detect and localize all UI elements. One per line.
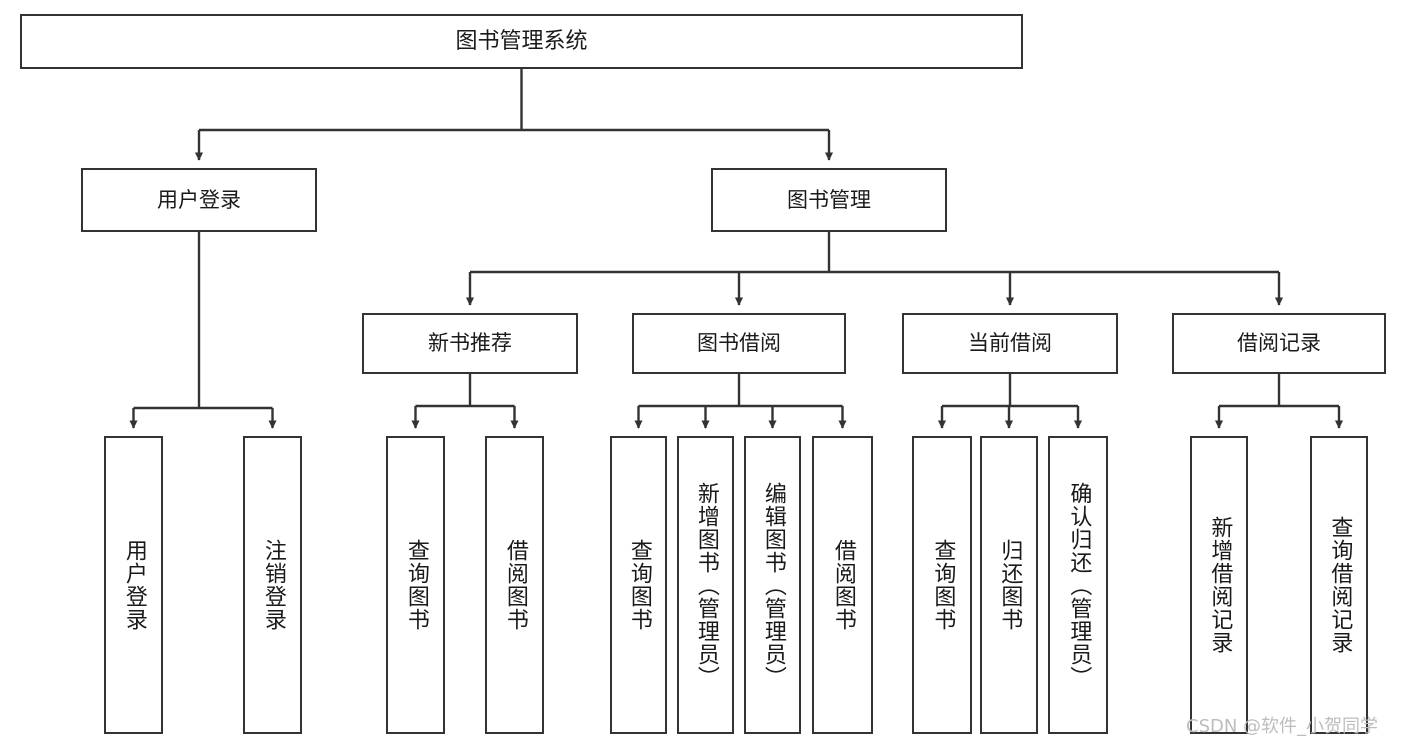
leaf-query-book-recommend[interactable]: 查询图书 <box>386 436 445 734</box>
leaf-borrow-book[interactable]: 借阅图书 <box>812 436 873 734</box>
node-label: 图书借阅 <box>697 331 781 356</box>
node-label: 用户登录 <box>121 539 147 631</box>
leaf-query-book-current[interactable]: 查询图书 <box>912 436 972 734</box>
node-borrow-record[interactable]: 借阅记录 <box>1172 313 1386 374</box>
node-label: 查询借阅记录 <box>1327 516 1353 654</box>
node-label: 借阅图书 <box>830 539 856 631</box>
node-user-login[interactable]: 用户登录 <box>81 168 317 232</box>
node-label: 确认归还（管理员） <box>1066 481 1092 689</box>
node-label: 查询图书 <box>403 539 429 631</box>
node-label: 归还图书 <box>997 539 1023 631</box>
leaf-user-login[interactable]: 用户登录 <box>104 436 163 734</box>
node-label: 查询图书 <box>626 539 652 631</box>
node-label: 用户登录 <box>157 187 241 212</box>
node-label: 图书管理 <box>787 187 871 212</box>
leaf-edit-book-admin[interactable]: 编辑图书（管理员） <box>744 436 801 734</box>
node-label: 新书推荐 <box>428 331 512 356</box>
node-label: 注销登录 <box>260 539 286 631</box>
node-book-borrow[interactable]: 图书借阅 <box>632 313 846 374</box>
leaf-borrow-book-recommend[interactable]: 借阅图书 <box>485 436 544 734</box>
node-label: 新增图书（管理员） <box>693 481 719 689</box>
node-book-management[interactable]: 图书管理 <box>711 168 947 232</box>
leaf-query-book-borrow[interactable]: 查询图书 <box>610 436 667 734</box>
node-root-system[interactable]: 图书管理系统 <box>20 14 1023 69</box>
node-label: 查询图书 <box>930 539 956 631</box>
node-label: 图书管理系统 <box>455 28 588 54</box>
leaf-return-book[interactable]: 归还图书 <box>980 436 1038 734</box>
node-label: 新增借阅记录 <box>1207 516 1233 654</box>
node-label: 编辑图书（管理员） <box>760 481 786 689</box>
node-label: 借阅图书 <box>502 539 528 631</box>
node-label: 借阅记录 <box>1237 331 1321 356</box>
leaf-add-book-admin[interactable]: 新增图书（管理员） <box>677 436 734 734</box>
leaf-user-logout[interactable]: 注销登录 <box>243 436 302 734</box>
node-current-borrow[interactable]: 当前借阅 <box>902 313 1118 374</box>
leaf-add-borrow-record[interactable]: 新增借阅记录 <box>1190 436 1248 734</box>
leaf-confirm-return-admin[interactable]: 确认归还（管理员） <box>1048 436 1108 734</box>
node-label: 当前借阅 <box>968 331 1052 356</box>
csdn-watermark: CSDN @软件_小贺同学 <box>1186 716 1379 737</box>
leaf-query-borrow-record[interactable]: 查询借阅记录 <box>1310 436 1368 734</box>
node-new-book-recommend[interactable]: 新书推荐 <box>362 313 578 374</box>
